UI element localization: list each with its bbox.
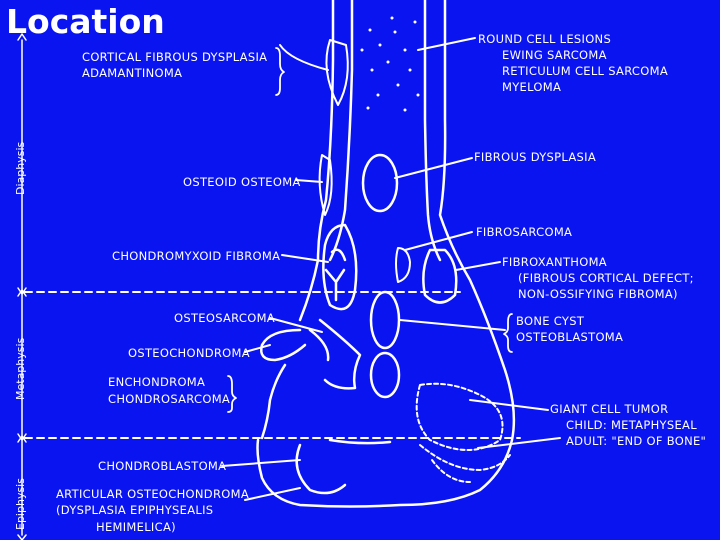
leader-chondromyxoid — [281, 254, 329, 263]
label-round-cell-lesions: ROUND CELL LESIONS — [478, 32, 612, 46]
label-articular-osteochondroma: ARTICULAR OSTEOCHONDROMA — [56, 487, 249, 501]
brace-bone-cyst — [503, 313, 513, 353]
leader-osteoid — [295, 179, 323, 183]
label-reticulum-cell-sarcoma: RETICULUM CELL SARCOMA — [502, 64, 668, 78]
leader-bone-cyst — [399, 319, 506, 331]
label-fibroxanthoma: FIBROXANTHOMA — [502, 255, 607, 269]
slide-title: Location — [6, 2, 165, 41]
leader-fibrosarcoma — [404, 231, 473, 251]
label-chondrosarcoma: CHONDROSARCOMA — [108, 392, 231, 406]
round-cell-speckles — [360, 16, 420, 112]
label-fibrosarcoma: FIBROSARCOMA — [476, 225, 573, 239]
leader-round-cell — [417, 37, 476, 51]
bone-outline — [256, 0, 516, 508]
label-osteoblastoma: OSTEOBLASTOMA — [516, 330, 624, 344]
label-myeloma: MYELOMA — [502, 80, 562, 94]
brace-cortical — [275, 47, 285, 96]
leader-osteosarcoma — [269, 317, 323, 333]
label-chondroblastoma: CHONDROBLASTOMA — [98, 459, 227, 473]
label-fibrous-dysplasia: FIBROUS DYSPLASIA — [474, 150, 596, 164]
label-osteosarcoma: OSTEOSARCOMA — [174, 311, 275, 325]
label-hemimelica: HEMIMELICA) — [96, 520, 176, 534]
label-osteochondroma: OSTEOCHONDROMA — [128, 346, 250, 360]
label-chondromyxoid-fibroma: CHONDROMYXOID FIBROMA — [112, 249, 281, 263]
zone-label-epiphysis: Epiphysis — [14, 478, 27, 530]
label-fibrous-cortical-defect: (FIBROUS CORTICAL DEFECT; — [518, 271, 694, 285]
brace-enchondroma — [227, 375, 237, 413]
label-osteoid-osteoma: OSTEOID OSTEOMA — [183, 175, 301, 189]
label-ewing-sarcoma: EWING SARCOMA — [502, 48, 607, 62]
leader-cortical — [279, 44, 329, 71]
label-cortical-fibrous-dysplasia: CORTICAL FIBROUS DYSPLASIA — [82, 50, 268, 64]
label-giant-cell-tumor: GIANT CELL TUMOR — [550, 402, 669, 416]
label-child-metaphyseal: CHILD: METAPHYSEAL — [566, 418, 697, 432]
label-enchondroma: ENCHONDROMA — [108, 375, 206, 389]
label-dysplasia-epiphysealis: (DYSPLASIA EPIPHYSEALIS — [56, 503, 214, 517]
leader-fibrous-dysplasia — [394, 157, 473, 179]
zone-label-diaphysis: Diaphysis — [14, 141, 27, 195]
leader-osteochondroma — [244, 344, 271, 353]
label-adamantinoma: ADAMANTINOMA — [82, 66, 183, 80]
leader-chondroblastoma — [221, 459, 301, 467]
leader-giant-cell — [469, 399, 561, 449]
label-adult-end-of-bone: ADULT: "END OF BONE" — [566, 434, 707, 448]
leader-articular — [244, 487, 301, 501]
leader-fibroxanthoma — [455, 261, 501, 271]
label-non-ossifying-fibroma: NON-OSSIFYING FIBROMA) — [518, 287, 678, 301]
label-bone-cyst: BONE CYST — [516, 314, 585, 328]
zone-label-metaphysis: Metaphysis — [14, 337, 27, 400]
